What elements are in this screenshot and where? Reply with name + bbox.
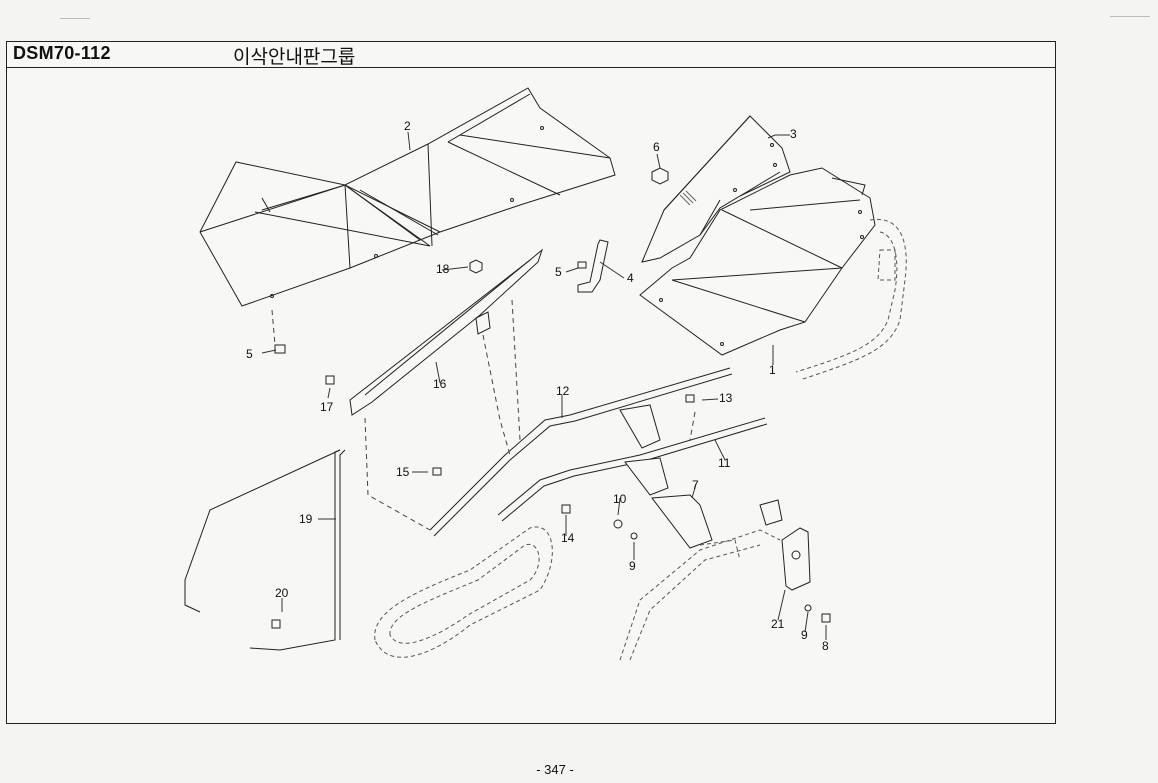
callout-21: 21: [771, 617, 785, 631]
part-21-plate: [759, 499, 811, 591]
callout-16: 16: [433, 377, 447, 391]
part-19-rod: [184, 449, 346, 651]
callout-5-upper: 5: [555, 265, 562, 279]
mechanism-outline: [619, 529, 781, 661]
diagram-header: DSM70-112 이삭안내판그룹: [7, 42, 1055, 68]
callout-19: 19: [299, 512, 313, 526]
callout-9-left: 9: [629, 559, 636, 573]
part-2-cover-plate: [199, 87, 616, 307]
callout-4: 4: [627, 271, 634, 285]
part-16-guide: [349, 248, 544, 416]
callout-10: 10: [613, 492, 627, 506]
callout-17: 17: [320, 400, 334, 414]
model-code: DSM70-112: [13, 43, 111, 63]
part-18-nut: [469, 259, 483, 274]
callout-14: 14: [561, 531, 575, 545]
callout-5-lower: 5: [246, 347, 253, 361]
scan-mark: [60, 18, 90, 19]
callout-2: 2: [404, 119, 411, 133]
callout-7: 7: [692, 478, 699, 492]
page-number: - 347 -: [536, 762, 574, 777]
callout-1: 1: [769, 363, 776, 377]
callout-15: 15: [396, 465, 410, 479]
chain-case-outline: [374, 526, 553, 658]
callout-8: 8: [822, 639, 829, 653]
callout-18: 18: [436, 262, 450, 276]
callout-3: 3: [790, 127, 797, 141]
callout-11: 11: [718, 456, 731, 470]
part-1-plate: [639, 167, 876, 356]
small-bolts: [271, 261, 831, 629]
callout-13: 13: [719, 391, 733, 405]
part-11-rail: [497, 417, 768, 522]
scan-mark: [1110, 16, 1150, 17]
callout-6: 6: [653, 140, 660, 154]
callout-20: 20: [275, 586, 289, 600]
group-title: 이삭안내판그룹: [233, 46, 356, 68]
part-7-bracket: [651, 494, 713, 549]
callout-12: 12: [556, 384, 570, 398]
part-4-bracket: [577, 239, 609, 293]
callout-9-right: 9: [801, 628, 808, 642]
part-3-plate: [641, 115, 791, 263]
machine-frame-outline: [795, 218, 907, 381]
part-12-rail: [429, 367, 733, 537]
